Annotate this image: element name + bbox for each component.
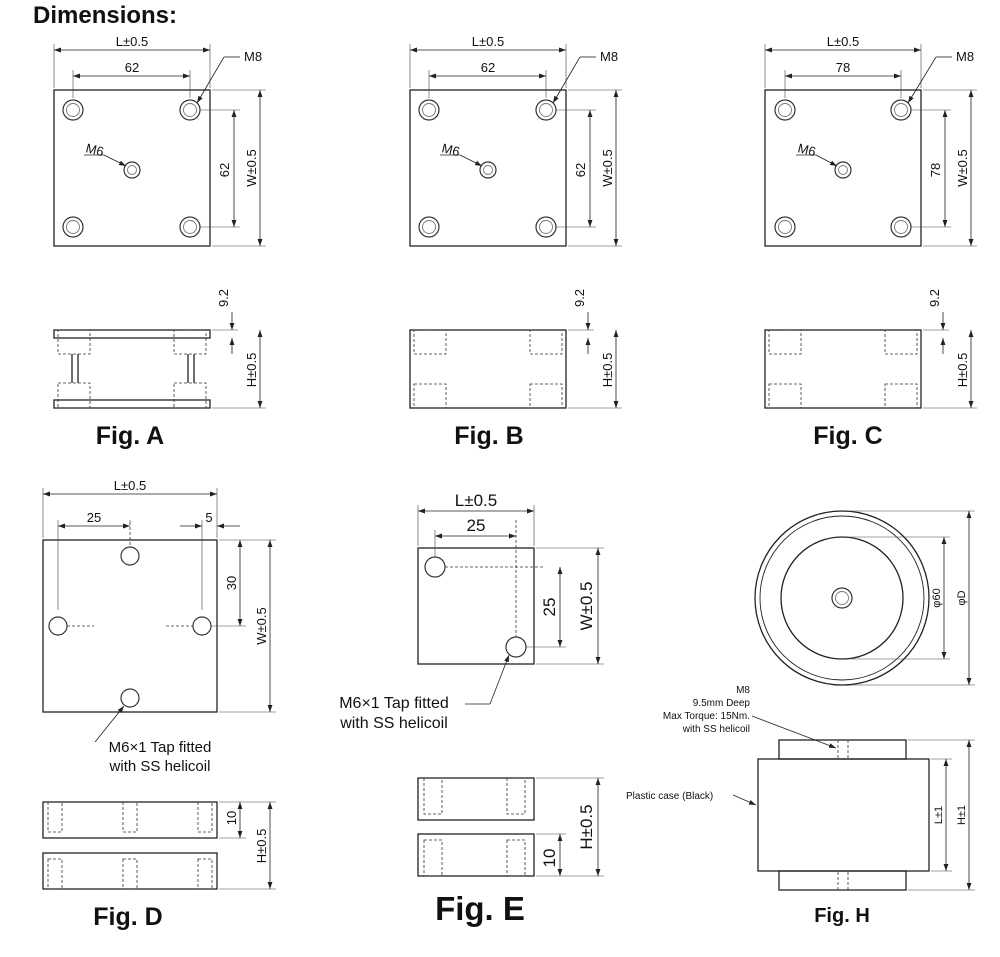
figure-label: Fig. C	[813, 422, 882, 450]
length-dimension: L±0.5	[455, 491, 497, 510]
m8-hole	[179, 216, 201, 238]
m8-hole	[535, 216, 557, 238]
tap-note-line2: with SS helicoil	[339, 715, 448, 732]
m8-hole	[774, 99, 796, 121]
fig-d: L±0.5 25 5 30 W±0.5 M6×1 Tap fitted with…	[42, 478, 276, 931]
tap-hole	[120, 522, 140, 566]
height-dimension: H±0.5	[244, 353, 259, 388]
m8-thread-label: M8	[244, 49, 262, 64]
hole-pitch-x: 78	[836, 60, 850, 75]
fig-b-top-view: L±0.5 62 62 W±0.5 M8 M6	[409, 34, 622, 247]
width-dimension: W±0.5	[600, 149, 615, 186]
fig-c: L±0.5 78 78 W±0.5 M8 M6 9.2 H±0.5 Fig. C	[764, 34, 977, 450]
m6-hole	[479, 161, 497, 179]
figure-label: Fig. D	[93, 903, 162, 931]
inner-diameter: φ60	[931, 588, 943, 607]
thread-insert	[837, 740, 849, 758]
width-dimension: W±0.5	[577, 581, 596, 630]
hole-offset-y: 25	[540, 598, 559, 617]
m6-hole	[123, 161, 141, 179]
hole-offset-x: 25	[467, 516, 486, 535]
m8-hole	[890, 216, 912, 238]
figure-label: Fig. H	[814, 905, 870, 927]
tap-note-line1: M6×1 Tap fitted	[109, 739, 212, 756]
fig-d-side-view: 10 H±0.5	[42, 801, 276, 890]
m6-thread-label: M6	[440, 140, 461, 159]
thread-note-line4: with SS helicoil	[682, 724, 750, 735]
block-thickness: 10	[540, 849, 559, 868]
fig-c-top-view: L±0.5 78 78 W±0.5 M8 M6	[764, 34, 977, 247]
edge-offset: 5	[205, 510, 212, 525]
fig-b: L±0.5 62 62 W±0.5 M8 M6 9.2 H±0.5 Fig. B	[409, 34, 622, 450]
tap-hole	[120, 688, 140, 708]
hole-pitch-y: 62	[573, 163, 588, 177]
plate-thickness: 9.2	[216, 289, 231, 307]
height-dimension: H±0.5	[577, 804, 596, 849]
hole-pitch-x: 62	[125, 60, 139, 75]
fig-e: L±0.5 25 25 W±0.5 M6×1 Tap fitted with S…	[339, 491, 604, 927]
fig-b-side-view: 9.2 H±0.5	[409, 289, 622, 409]
plate-thickness: 9.2	[572, 289, 587, 307]
thread-note-line3: Max Torque: 15Nm.	[663, 711, 750, 722]
tap-hole	[505, 520, 527, 658]
m8-hole	[418, 216, 440, 238]
m8-thread-label: M8	[956, 49, 974, 64]
m6-hole	[834, 161, 852, 179]
hole-pitch-y: 62	[217, 163, 232, 177]
width-dimension: W±0.5	[244, 149, 259, 186]
height-dimension: H±0.5	[955, 353, 970, 388]
hole-pitch-y: 78	[928, 163, 943, 177]
fig-a-side-view: 9.2 H±0.5	[53, 289, 266, 409]
length-dimension: L±0.5	[472, 34, 504, 49]
block-thickness: 10	[224, 811, 239, 825]
thread-note-line1: M8	[736, 685, 750, 696]
length-dimension: L±0.5	[114, 478, 146, 493]
fig-h-top-view: φ60 φD	[754, 510, 975, 686]
figure-label: Fig. A	[96, 422, 165, 450]
tap-hole	[424, 556, 545, 578]
thread-insert	[837, 872, 849, 890]
height-dimension: H±0.5	[254, 829, 269, 864]
tap-note-line1: M6×1 Tap fitted	[339, 695, 449, 712]
fig-a: L±0.5 62 62 W±0.5 M8 M6 9.2	[53, 34, 266, 450]
fig-a-top-view: L±0.5 62 62 W±0.5 M8 M6	[53, 34, 266, 247]
plate-thickness: 9.2	[927, 289, 942, 307]
case-note: Plastic case (Black)	[626, 791, 713, 802]
m8-hole	[62, 99, 84, 121]
outer-diameter: φD	[956, 590, 968, 605]
thread-note-line2: 9.5mm Deep	[693, 698, 751, 709]
m8-thread-label: M8	[600, 49, 618, 64]
tap-hole	[166, 616, 212, 636]
m6-thread-label: M6	[84, 140, 105, 159]
fig-e-side-view: H±0.5 10	[417, 777, 604, 877]
length-dimension: L±0.5	[116, 34, 148, 49]
tap-hole	[48, 616, 94, 636]
page-title: Dimensions:	[33, 2, 178, 29]
figure-label: Fig. B	[454, 422, 523, 450]
hole-offset-y: 30	[224, 576, 239, 590]
m8-hole	[418, 99, 440, 121]
height-dimension: H±1	[956, 805, 968, 825]
length-dimension: L±1	[933, 806, 945, 824]
width-dimension: W±0.5	[955, 149, 970, 186]
fig-c-side-view: 9.2 H±0.5	[764, 289, 977, 409]
fig-h: φ60 φD M8 9.5mm Deep Max Torque: 15Nm. w…	[626, 510, 975, 927]
m8-hole	[774, 216, 796, 238]
height-dimension: H±0.5	[600, 353, 615, 388]
fig-h-side-view: M8 9.5mm Deep Max Torque: 15Nm. with SS …	[626, 685, 975, 891]
fig-d-top-view: L±0.5 25 5 30 W±0.5 M6×1 Tap fitted with…	[42, 478, 276, 775]
m8-hole	[62, 216, 84, 238]
hole-pitch-x: 62	[481, 60, 495, 75]
hole-offset-x: 25	[87, 510, 101, 525]
tap-note-line2: with SS helicoil	[109, 758, 211, 775]
width-dimension: W±0.5	[254, 607, 269, 644]
length-dimension: L±0.5	[827, 34, 859, 49]
m6-thread-label: M6	[796, 140, 817, 159]
fig-e-top-view: L±0.5 25 25 W±0.5 M6×1 Tap fitted with S…	[339, 491, 604, 732]
figure-label: Fig. E	[435, 890, 525, 927]
